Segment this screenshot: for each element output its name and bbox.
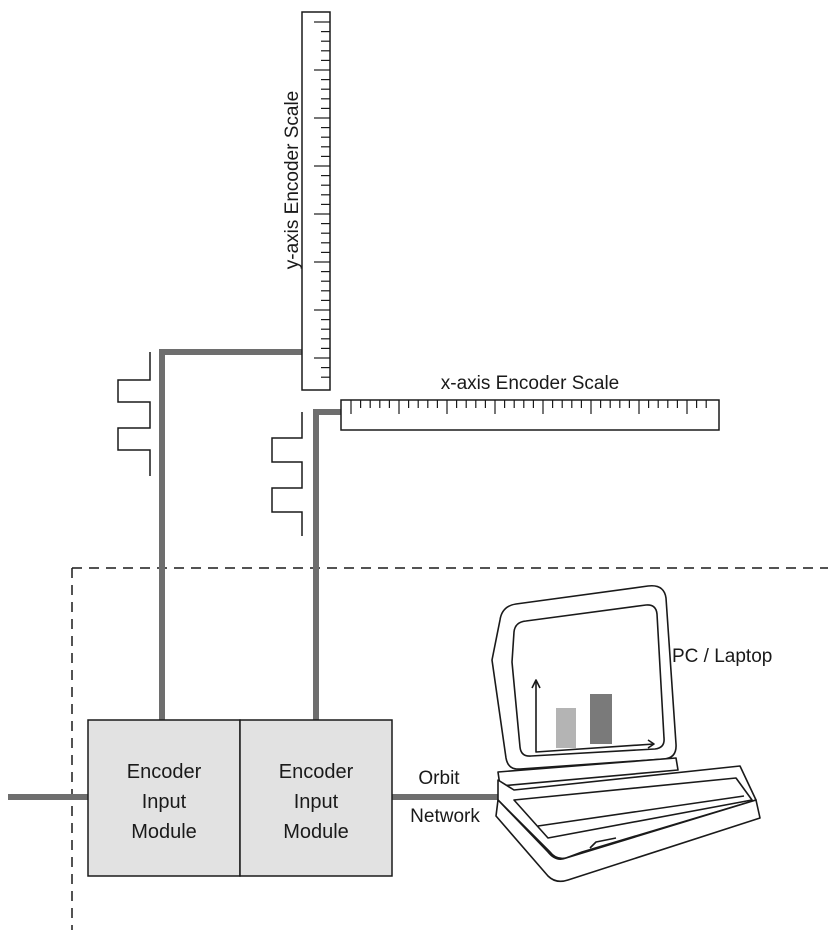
module-2-line-1: Encoder [279,761,354,783]
x-encoder-pulse-signal [271,412,303,536]
network-label-network: Network [410,806,480,827]
system-boundary [71,567,828,930]
module-1-line-2: Input [142,791,187,813]
y-scale-label: y-axis Encoder Scale [282,91,303,269]
y-encoder-cable [159,349,302,720]
y-encoder-pulse-signal [117,352,151,476]
encoder-input-module-1: Encoder Input Module [87,719,241,877]
laptop-screen-chart-icon [556,694,612,748]
module-2-line-2: Input [294,791,339,813]
x-scale-label: x-axis Encoder Scale [441,373,619,394]
module-1-line-1: Encoder [127,761,202,783]
y-axis-encoder-scale [301,11,331,391]
module-2-line-3: Module [283,821,349,843]
pc-laptop-label: PC / Laptop [672,646,772,667]
laptop-icon [491,584,761,883]
x-scale-ticks [350,400,707,414]
network-label-orbit: Orbit [418,768,460,789]
x-axis-encoder-scale [340,399,720,431]
y-scale-ticks [314,21,330,378]
module-1-line-3: Module [131,821,197,843]
x-encoder-cable [313,409,341,720]
encoder-input-module-2: Encoder Input Module [239,719,393,877]
